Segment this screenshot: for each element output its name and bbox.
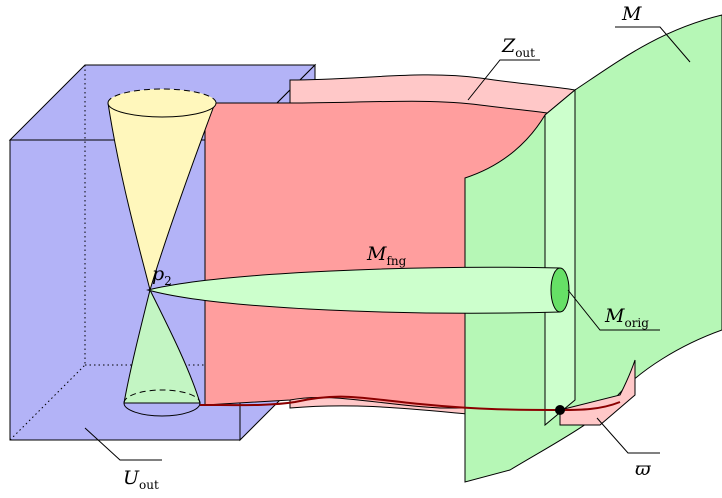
m-orig-slab [545,90,575,425]
m-orig-disk [551,268,569,312]
varpi-leader [597,418,660,453]
label-z-out: Zout [501,35,535,60]
label-u-out: Uout [123,467,159,492]
varpi-point [555,405,565,415]
label-varpi: ϖ [635,458,651,480]
label-m: M [621,3,642,25]
